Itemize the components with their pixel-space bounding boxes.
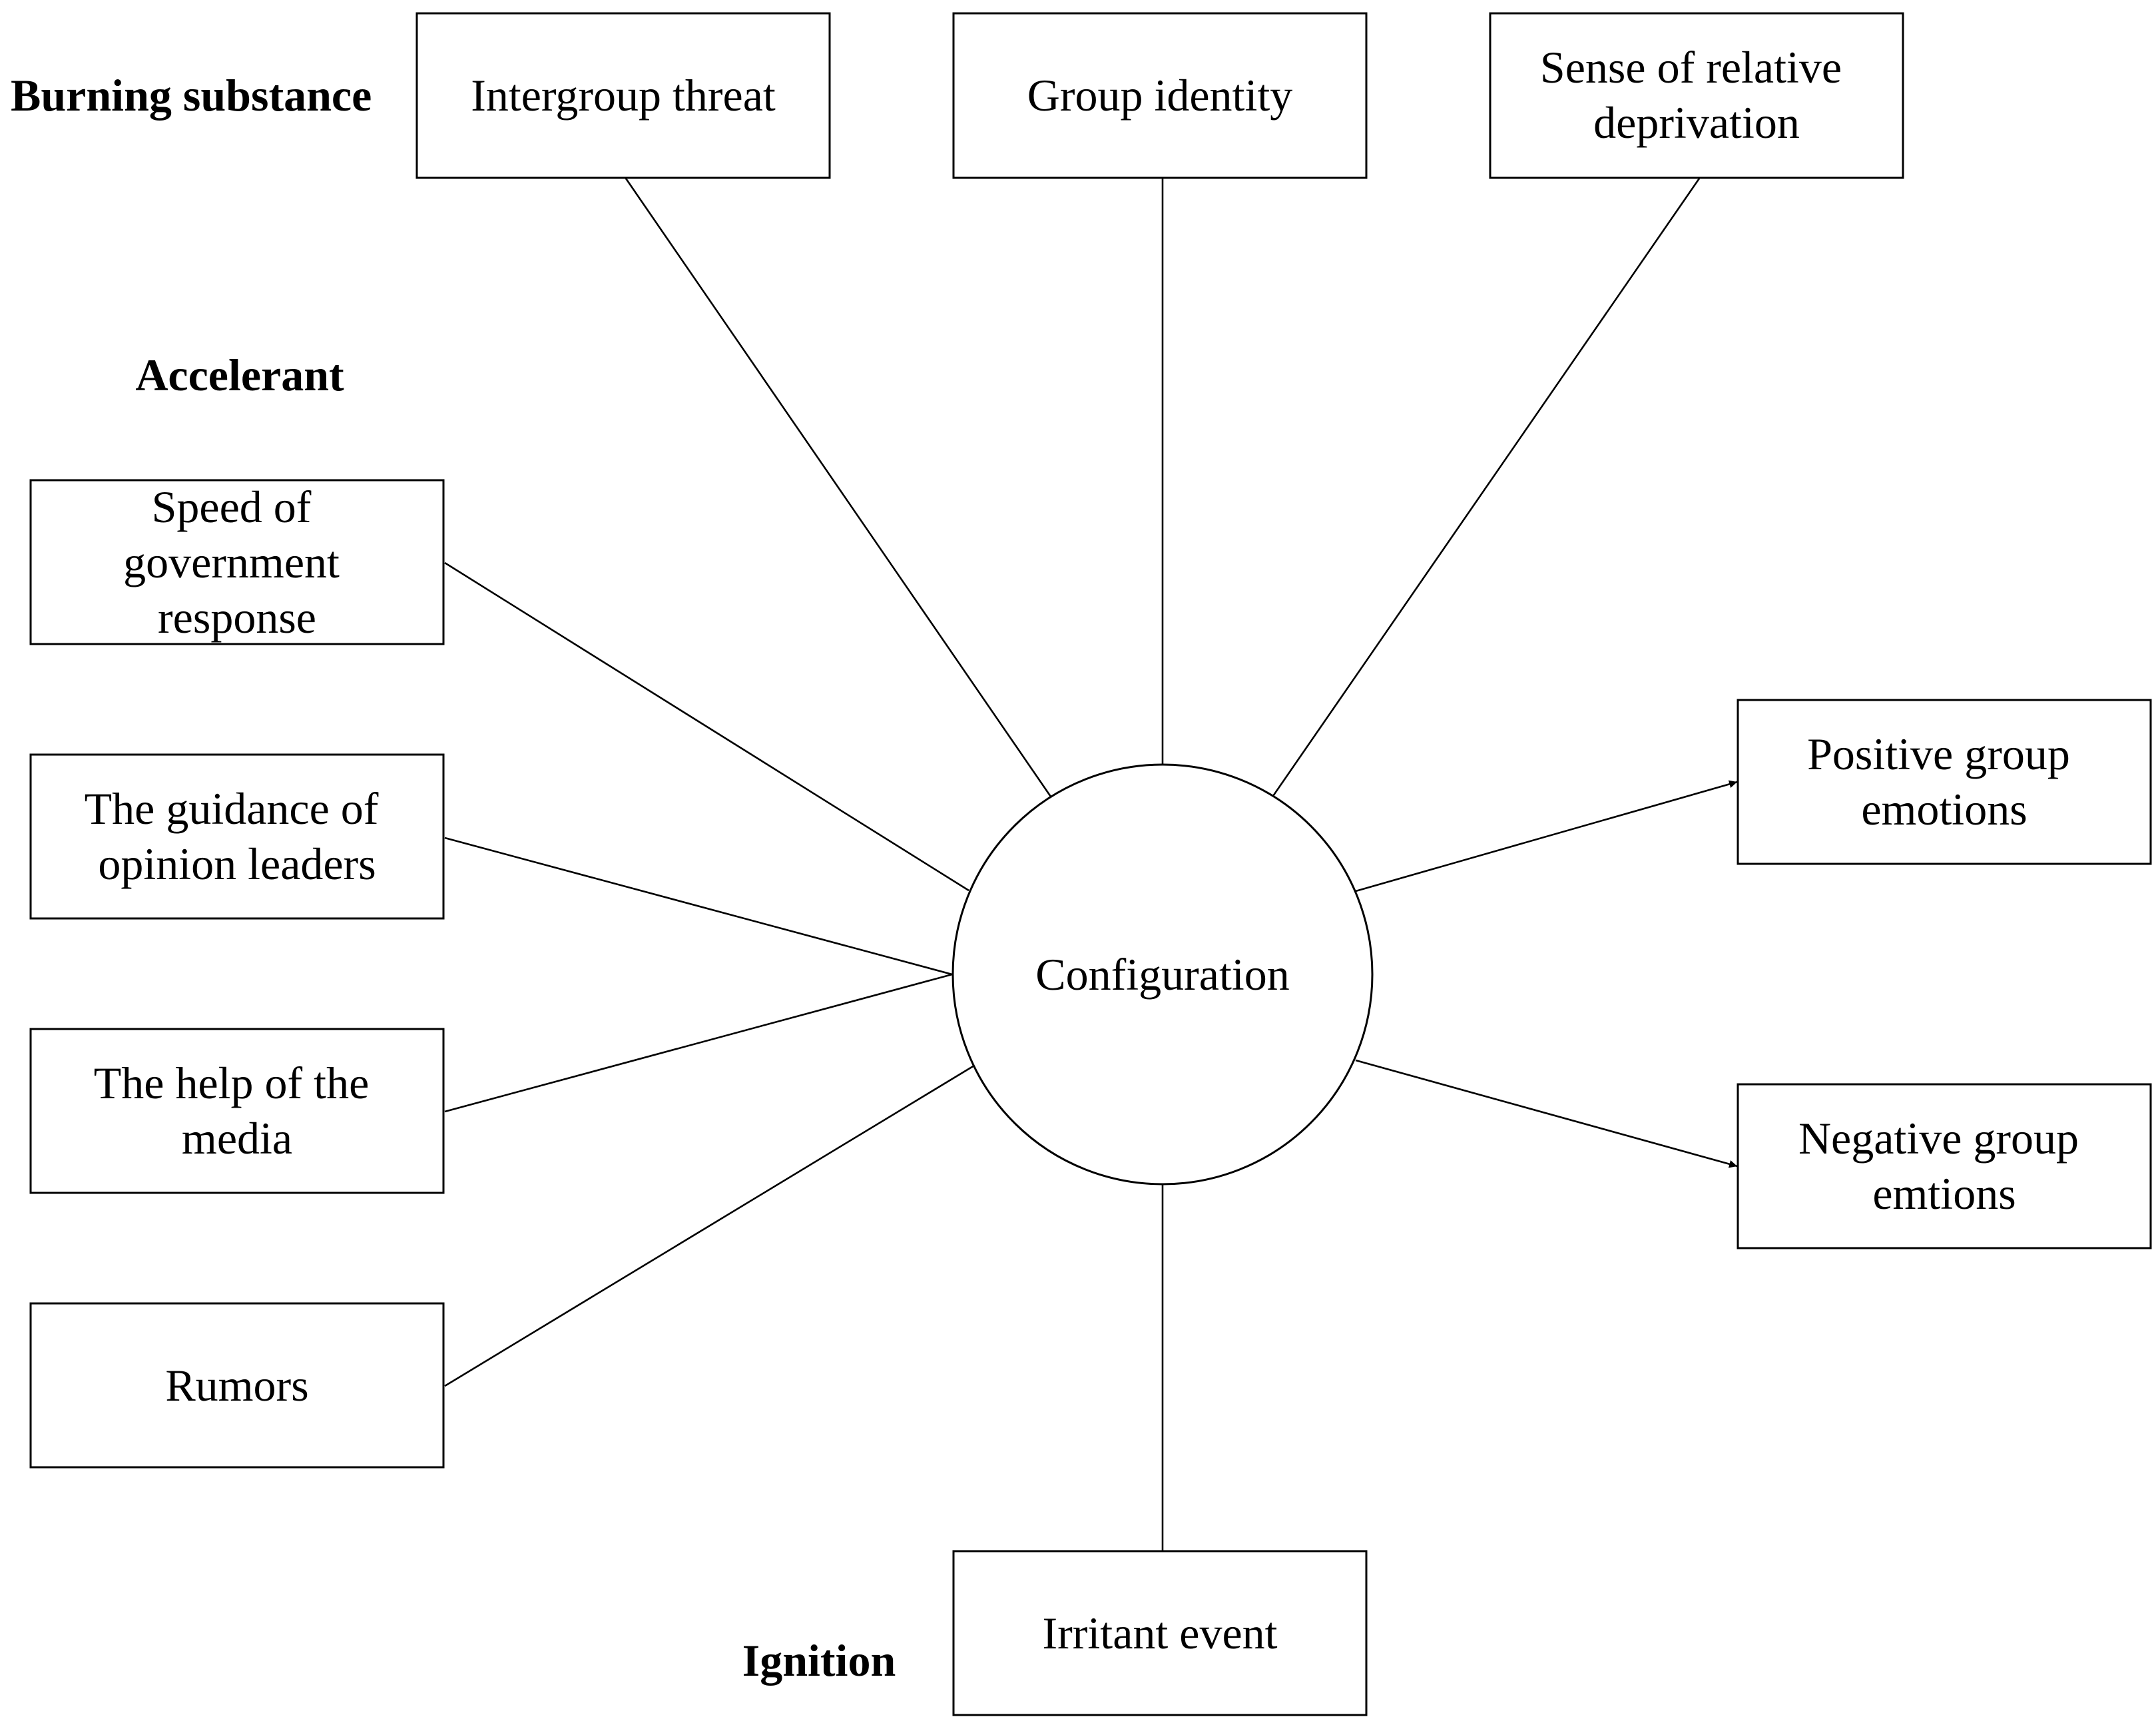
box-media xyxy=(29,1028,445,1194)
label-positive-emotions: Positive group emotions xyxy=(1807,713,2081,835)
label-line: emotions xyxy=(1861,784,2027,835)
node-opinion-leaders: The guidance of opinion leaders xyxy=(29,753,445,920)
arrow-negative-emotions xyxy=(1355,1059,1738,1168)
link-rumors xyxy=(444,1064,975,1387)
box-positive-emotions xyxy=(1737,699,2152,865)
node-relative-deprivation: Sense of relative deprivation xyxy=(1489,12,1904,179)
configuration-label: Configuration xyxy=(1035,949,1290,1000)
link-media xyxy=(444,973,953,1113)
label-line: Sense of relative xyxy=(1540,42,1842,93)
label-line: response xyxy=(158,592,316,643)
node-negative-emotions: Negative group emtions xyxy=(1737,1083,2152,1249)
label-line: Irritant event xyxy=(1042,1608,1277,1658)
configuration-circle xyxy=(951,763,1374,1186)
label-line: emtions xyxy=(1872,1168,2016,1219)
link-relative-deprivation xyxy=(1270,178,1701,799)
node-group-identity: Group identity xyxy=(952,12,1368,179)
label-line: The help of the xyxy=(94,1058,370,1108)
box-negative-emotions xyxy=(1737,1083,2152,1249)
link-government-response xyxy=(444,561,969,892)
label-government-response: Speed of government response xyxy=(123,466,351,643)
node-government-response: Speed of government response xyxy=(29,466,445,645)
label-line: Group identity xyxy=(1027,70,1293,121)
node-positive-emotions: Positive group emotions xyxy=(1737,699,2152,865)
arrow-positive-emotions xyxy=(1355,780,1738,892)
box-intergroup-threat xyxy=(415,12,831,179)
box-irritant-event xyxy=(952,1550,1368,1716)
label-rumors: Rumors xyxy=(165,1360,308,1411)
label-line: Positive group xyxy=(1807,729,2070,779)
node-rumors: Rumors xyxy=(29,1302,445,1469)
label-line: Speed of xyxy=(152,482,312,532)
label-line: government xyxy=(123,537,340,587)
category-burning-substance: Burning substance xyxy=(11,70,372,121)
label-line: The guidance of xyxy=(85,783,379,834)
configuration-node: Configuration xyxy=(951,763,1374,1186)
label-opinion-leaders: The guidance of opinion leaders xyxy=(85,768,390,889)
label-media: The help of the media xyxy=(94,1042,381,1164)
label-irritant-event: Irritant event xyxy=(1042,1608,1277,1658)
label-line: Rumors xyxy=(165,1360,308,1411)
label-group-identity: Group identity xyxy=(1027,70,1293,121)
label-relative-deprivation: Sense of relative deprivation xyxy=(1540,27,1853,148)
box-opinion-leaders xyxy=(29,753,445,920)
box-group-identity xyxy=(952,12,1368,179)
link-intergroup-threat xyxy=(625,178,1052,797)
label-negative-emotions: Negative group emtions xyxy=(1798,1098,2090,1219)
link-opinion-leaders xyxy=(444,837,953,976)
label-line: opinion leaders xyxy=(98,839,376,889)
label-line: media xyxy=(182,1113,292,1164)
label-line: Intergroup threat xyxy=(471,70,776,121)
box-relative-deprivation xyxy=(1489,12,1904,179)
box-rumors xyxy=(29,1302,445,1469)
node-intergroup-threat: Intergroup threat xyxy=(415,12,831,179)
category-accelerant: Accelerant xyxy=(135,350,344,400)
label-line: Negative group xyxy=(1798,1113,2079,1164)
connector-lines xyxy=(444,178,1738,1550)
category-ignition: Ignition xyxy=(742,1635,896,1686)
node-irritant-event: Irritant event xyxy=(952,1550,1368,1716)
label-line: deprivation xyxy=(1593,97,1800,148)
node-media: The help of the media xyxy=(29,1028,445,1194)
box-government-response xyxy=(29,479,445,645)
label-intergroup-threat: Intergroup threat xyxy=(471,70,776,121)
